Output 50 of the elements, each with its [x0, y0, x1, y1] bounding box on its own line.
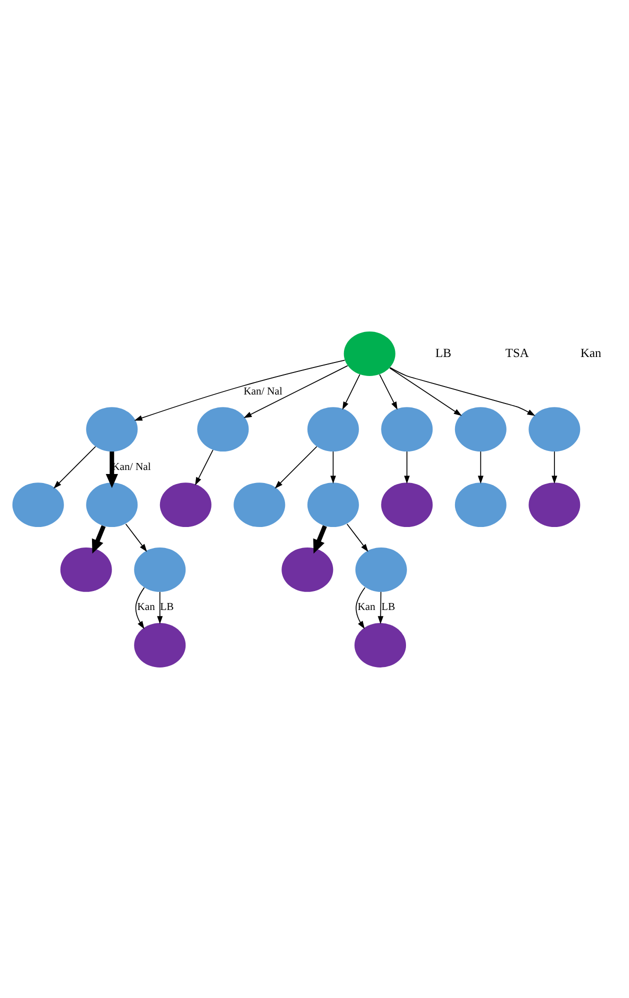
edge-label: LB	[381, 602, 396, 613]
node-circle	[134, 546, 186, 592]
arrow	[195, 449, 214, 485]
arrow	[404, 450, 410, 484]
arrow	[379, 373, 398, 410]
edge-label: Kan	[358, 602, 376, 613]
arrow	[313, 524, 327, 554]
node-circle	[381, 406, 433, 452]
node-circle	[454, 482, 506, 527]
node-circle	[307, 406, 359, 452]
arrow	[54, 446, 96, 488]
node-circle	[528, 482, 580, 527]
node-circle	[60, 546, 112, 592]
node-circle	[86, 482, 138, 527]
arrow	[390, 366, 536, 416]
arrow	[106, 451, 118, 488]
node-circle	[234, 482, 286, 527]
node-circle	[160, 482, 212, 527]
label: Kan	[580, 346, 602, 360]
arrow	[389, 367, 462, 416]
edge-label: Kan	[137, 602, 155, 613]
arrow	[346, 523, 368, 552]
node-circle	[282, 546, 334, 592]
arrow	[135, 586, 145, 629]
edge-label: LB	[160, 602, 174, 613]
arrow	[157, 590, 163, 624]
node-circle	[354, 622, 406, 667]
arrow	[125, 523, 148, 552]
arrow	[342, 373, 360, 410]
label: TSA	[505, 346, 529, 360]
arrow	[378, 590, 384, 624]
arrow	[92, 524, 106, 554]
arrow	[274, 446, 318, 488]
node-circle	[134, 622, 186, 667]
node-circle	[381, 482, 433, 527]
arrow	[244, 364, 348, 418]
edge-label: Kan/ Nal	[244, 386, 282, 397]
node-circle	[86, 406, 138, 452]
arrow	[356, 586, 366, 629]
arrow	[552, 450, 558, 484]
node-circle	[355, 546, 407, 592]
node-circle	[344, 331, 396, 376]
node-circle	[307, 482, 359, 527]
label: LB	[435, 346, 452, 360]
arrow	[330, 450, 336, 484]
arrow	[478, 450, 484, 484]
node-circle	[528, 406, 580, 452]
node-circle	[12, 482, 64, 527]
node-circle	[197, 406, 249, 452]
arrow	[134, 359, 346, 420]
